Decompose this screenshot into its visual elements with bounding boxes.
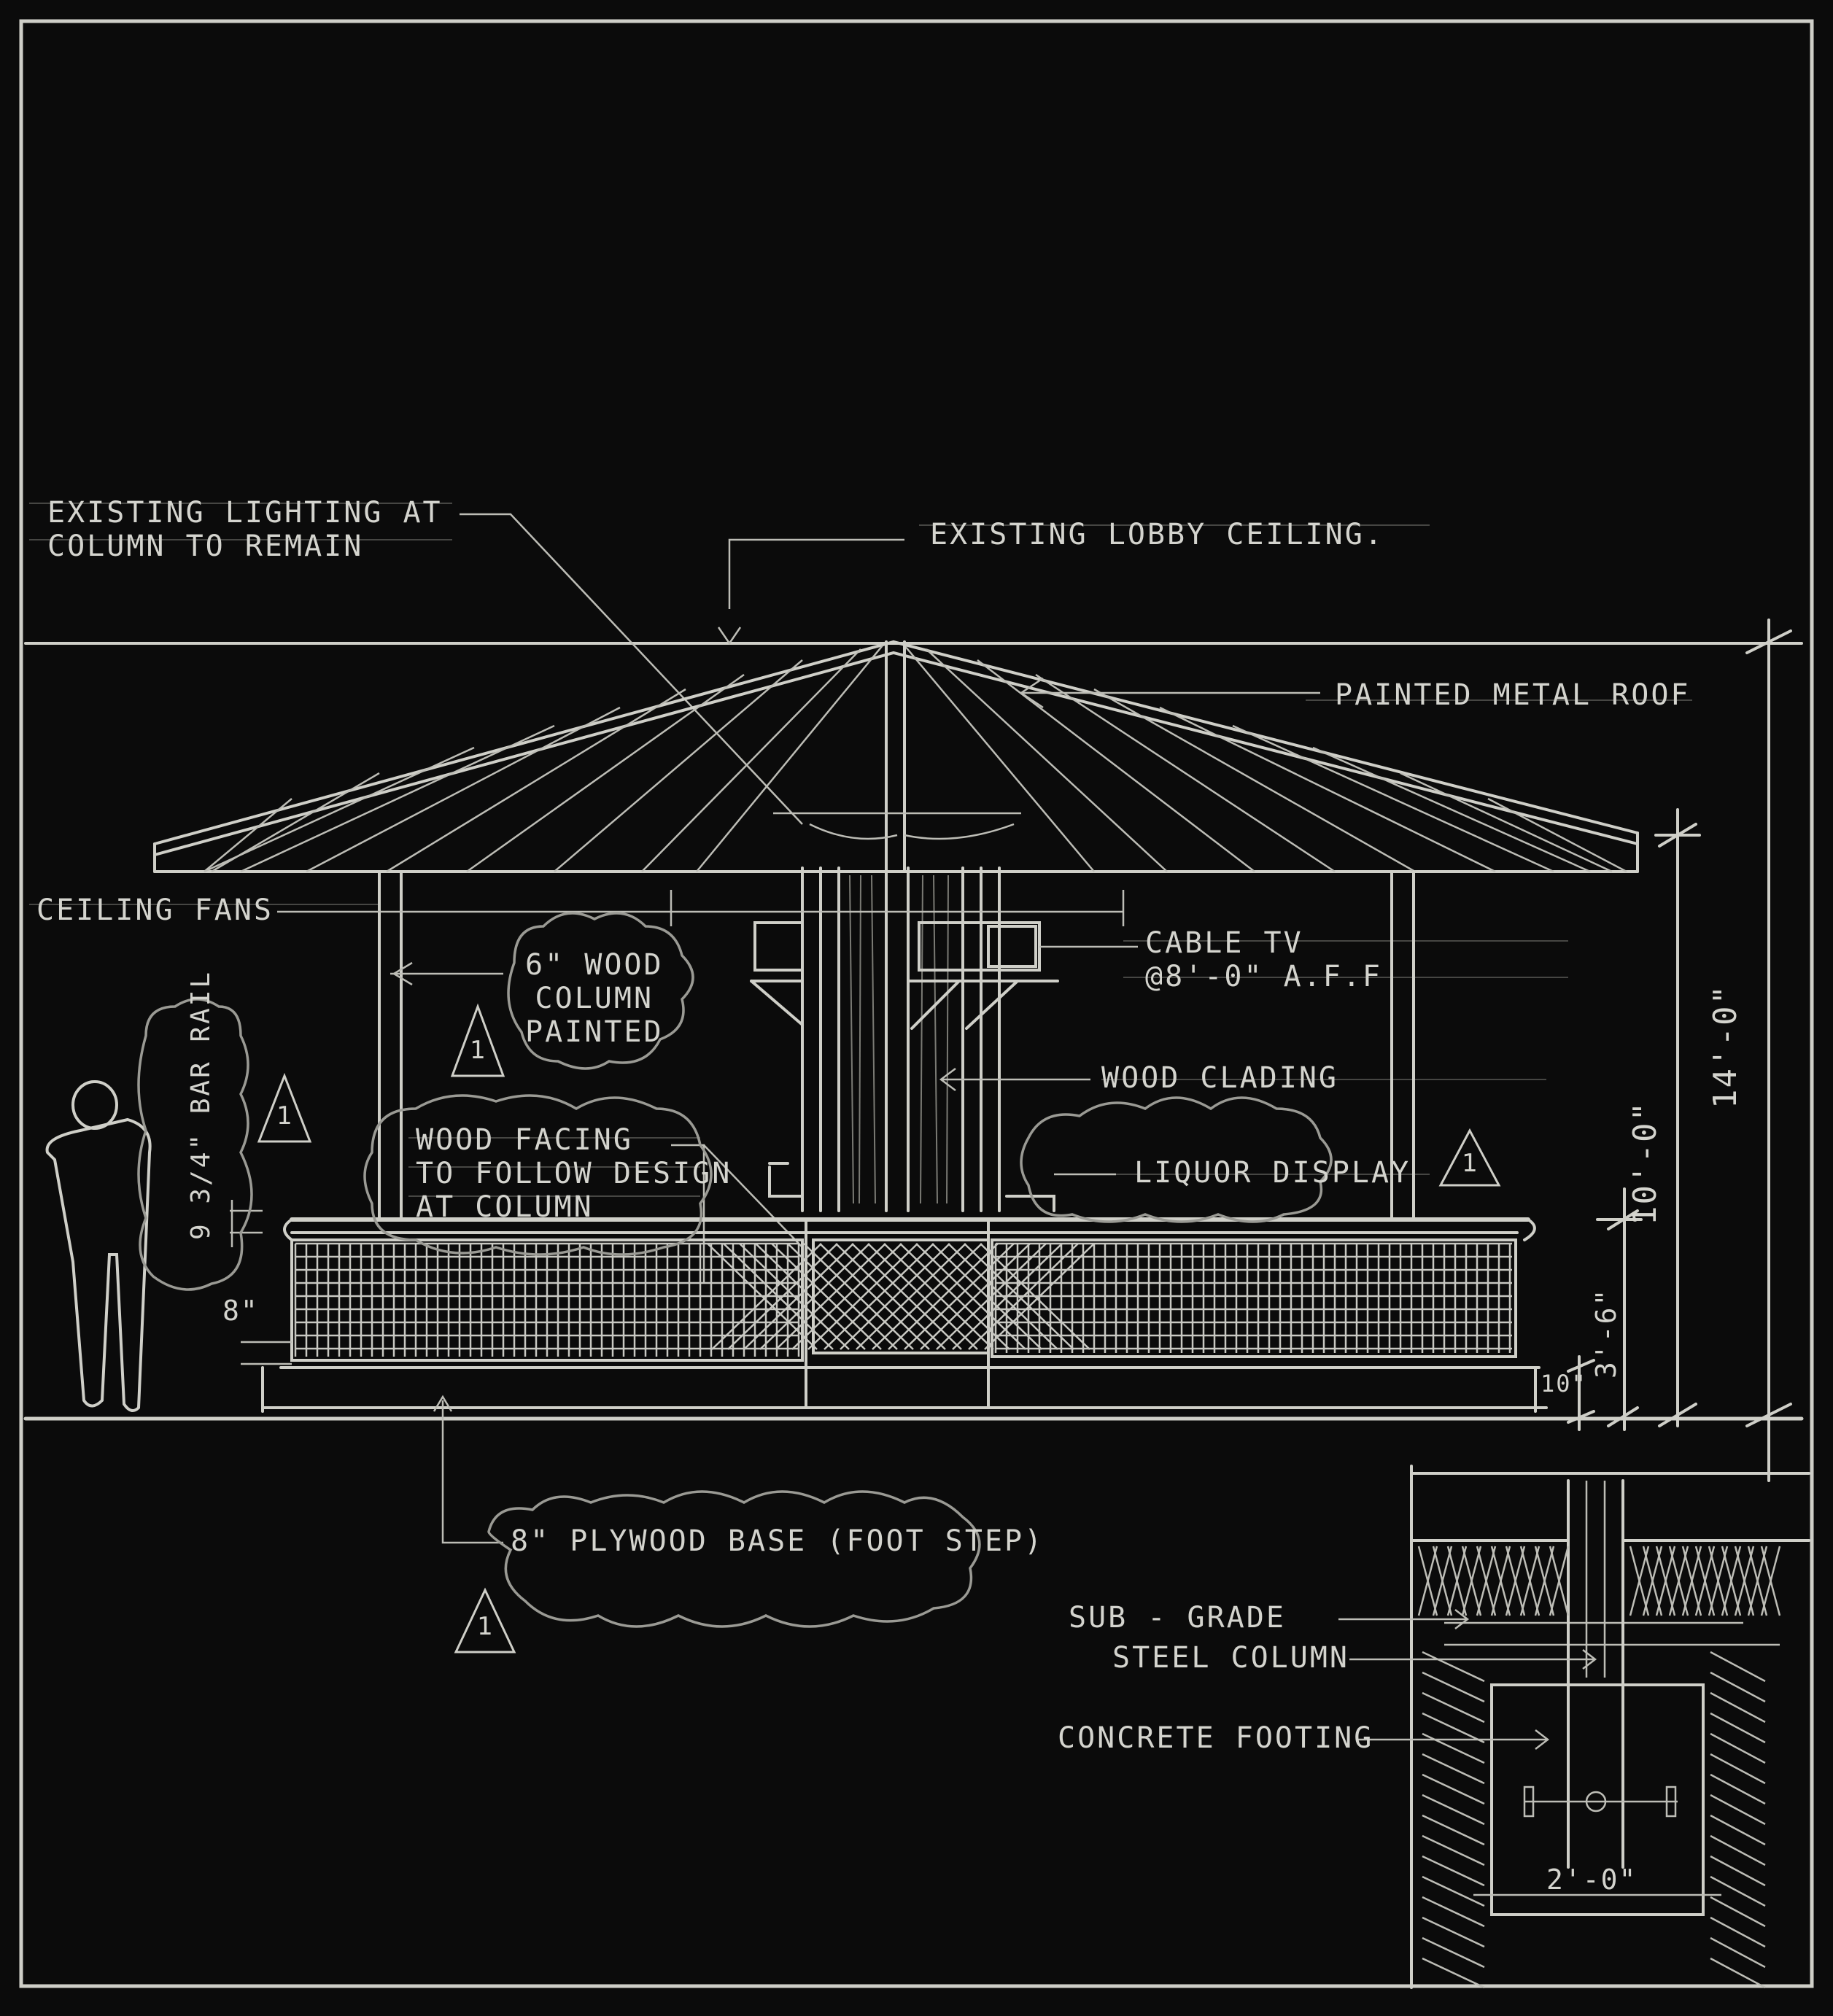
note-bar-rail: 9 3/4" BAR RAIL: [186, 969, 216, 1240]
bar-panel-center-lattice: [707, 1243, 1095, 1350]
lighting-leader: [460, 513, 803, 825]
arrow-icon: [717, 627, 742, 645]
arrow-icon: [433, 1395, 453, 1412]
revision-clouds: [137, 912, 1333, 1628]
note-painted-metal-roof: PAINTED METAL ROOF: [1335, 678, 1691, 712]
dim-foot-step: 10": [1541, 1370, 1587, 1397]
guide-lines: [29, 503, 1692, 1197]
ceiling-fan-icon: [773, 812, 1021, 840]
note-cable-tv: CABLE TV @8'-0" A.F.F: [1145, 926, 1382, 993]
metal-roof: [153, 640, 1639, 873]
note-plywood-base: 8" PLYWOOD BASE (FOOT STEP): [511, 1524, 1045, 1558]
note-ceiling-fans: CEILING FANS: [36, 893, 274, 927]
sheet-border: [19, 19, 1814, 1988]
note-concrete-footing: CONCRETE FOOTING: [1058, 1721, 1374, 1755]
outer-columns: [378, 870, 1415, 1220]
note-steel-column: STEEL COLUMN: [1112, 1641, 1349, 1675]
liquor-display: [768, 1162, 1055, 1212]
note-wood-facing: WOOD FACING TO FOLLOW DESIGN AT COLUMN: [416, 1123, 732, 1224]
note-sub-grade: SUB - GRADE: [1069, 1601, 1286, 1635]
note-existing-lighting: EXISTING LIGHTING AT COLUMN TO REMAIN: [47, 496, 443, 563]
human-scale-figure: [45, 1080, 152, 1412]
note-existing-lobby-ceiling: EXISTING LOBBY CEILING.: [930, 518, 1384, 551]
dim-base-height: 8": [222, 1295, 259, 1327]
note-wood-cladding: WOOD CLADING: [1101, 1061, 1338, 1095]
note-wood-column: 6" WOOD COLUMN PAINTED: [525, 948, 664, 1049]
arrow-icon: [392, 961, 413, 986]
plywood-base-leader: [441, 1400, 503, 1544]
rev-tag-plywood-base: 1: [477, 1612, 493, 1641]
height-dimensions: [1567, 619, 1792, 1482]
dim-bar-height: 3'-6": [1590, 1287, 1622, 1379]
ceiling-leader: [728, 538, 904, 609]
footing-leaders: [1338, 1609, 1597, 1750]
cable-tv-left: [750, 921, 804, 1026]
bar-panel-right-grid: [994, 1242, 1512, 1353]
note-liquor-display: LIQUOR DISPLAY: [1134, 1156, 1411, 1190]
rev-tag-liquor-display: 1: [1462, 1149, 1478, 1178]
rev-tag-bar-rail: 1: [276, 1101, 292, 1131]
rev-tag-wood-column: 1: [470, 1036, 486, 1065]
cable-tv-right: [907, 921, 1059, 1030]
bar-rail-dimension: [230, 1200, 292, 1365]
revision-triangle-icons: [257, 1003, 1501, 1653]
center-column: [801, 867, 1001, 1212]
bar-panel-left-grid: [294, 1242, 800, 1357]
arrow-icon: [939, 1068, 956, 1091]
dim-column-height: 10'-0": [1627, 1101, 1664, 1225]
arrow-icon: [1019, 677, 1044, 709]
dim-total-height: 14'-0": [1707, 984, 1744, 1109]
footing-detail: [1410, 1465, 1810, 1989]
dim-footing-width: 2'-0": [1546, 1864, 1638, 1896]
